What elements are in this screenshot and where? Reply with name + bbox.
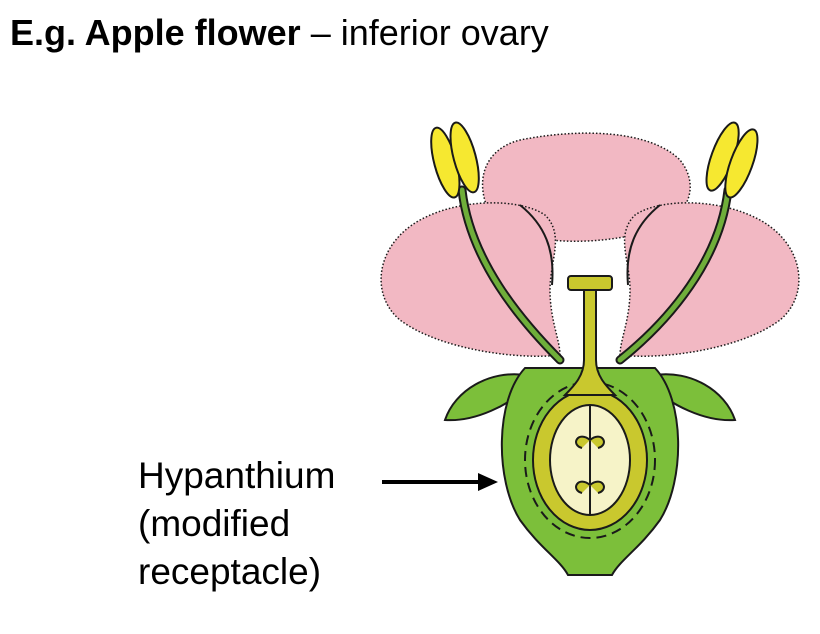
ovule-1 (575, 435, 605, 449)
style (562, 289, 618, 396)
label-line-1: Hypanthium (138, 455, 336, 496)
ovule-2 (575, 480, 605, 494)
stigma (567, 275, 613, 291)
title-rest: – inferior ovary (300, 12, 549, 53)
filament-left-fill (459, 187, 563, 363)
label-arrowhead (478, 473, 498, 491)
label-line-2: (modified (138, 503, 291, 544)
anther-right (705, 121, 759, 199)
petal-fold-left (519, 204, 554, 286)
petal-fold-right (626, 204, 661, 286)
label-line-3: receptacle) (138, 551, 322, 592)
petal-left (380, 202, 561, 357)
anther-left (430, 121, 480, 199)
diagram-title: E.g. Apple flower – inferior ovary (10, 12, 549, 54)
filament-right-fill (617, 187, 731, 363)
title-bold: E.g. Apple flower (10, 12, 301, 53)
hypanthium-label: Hypanthium (modified receptacle) (138, 452, 335, 596)
